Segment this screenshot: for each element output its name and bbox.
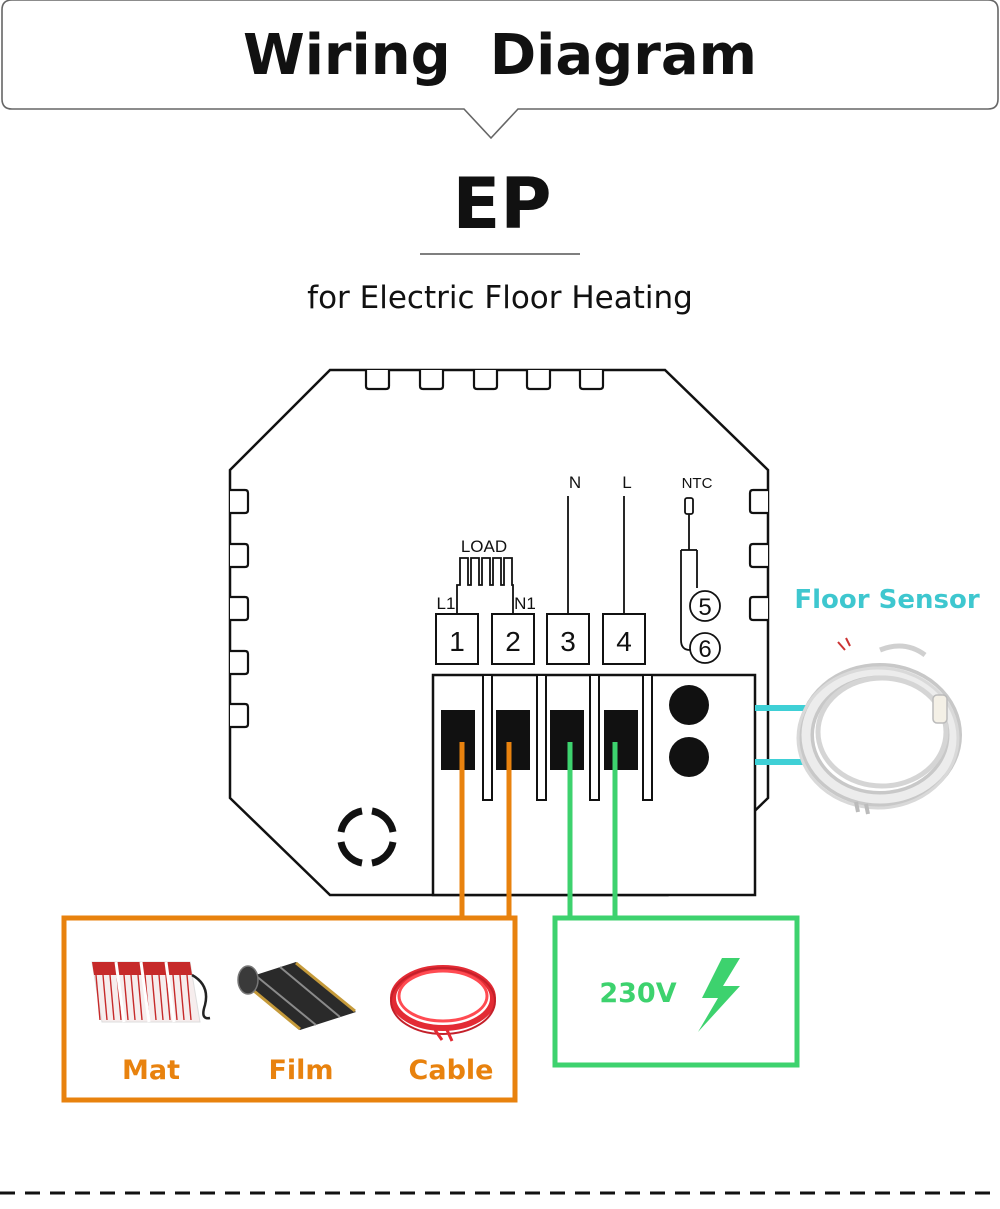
- load-label: LOAD: [461, 537, 507, 556]
- header-title: Wiring Diagram: [243, 23, 757, 88]
- ntc-label: NTC: [682, 475, 713, 492]
- terminal-4: 4: [616, 626, 632, 657]
- mounting-tabs-top: [364, 370, 605, 391]
- neutral-label: N: [569, 473, 581, 492]
- live-label: L: [622, 473, 631, 492]
- terminal-screw-holes: [441, 710, 638, 770]
- floor-sensor-label: Floor Sensor: [794, 585, 979, 615]
- power-box: [552, 915, 800, 1068]
- terminal-1: 1: [449, 626, 465, 657]
- power-label: 230V: [599, 978, 676, 1009]
- heating-film-icon: [237, 961, 356, 1031]
- load-item-film: Film: [268, 1055, 333, 1086]
- model-name: EP: [452, 163, 551, 245]
- segmented-ring-icon: [337, 807, 397, 867]
- sensor-terminal-6: 6: [698, 636, 711, 663]
- sensor-terminal-5: 5: [698, 594, 711, 621]
- load-wires: [459, 742, 512, 918]
- mounting-tabs-left: [230, 488, 250, 729]
- power-wires: [567, 742, 618, 918]
- lightning-bolt-icon: [698, 958, 740, 1032]
- sensor-cable-coil-icon: [796, 637, 962, 815]
- mounting-tabs-right: [748, 488, 768, 622]
- l1-label: L1: [437, 594, 456, 613]
- sensor-port-6: [669, 737, 709, 777]
- header-bubble: [1, 0, 999, 140]
- terminal-2: 2: [505, 626, 521, 657]
- load-box: [61, 915, 518, 1103]
- ntc-probe-symbol: [680, 497, 721, 664]
- load-item-cable: Cable: [409, 1055, 494, 1086]
- sensor-port-5: [669, 685, 709, 725]
- terminal-labels: 1 2 3 4: [435, 613, 646, 665]
- terminal-3: 3: [560, 626, 576, 657]
- load-item-mat: Mat: [122, 1055, 180, 1086]
- heating-mat-icon: [91, 961, 211, 1023]
- heating-cable-icon: [390, 965, 496, 1042]
- terminal-block: [431, 673, 757, 897]
- n1-label: N1: [514, 594, 536, 613]
- load-symbol: [456, 557, 514, 614]
- model-subtitle: for Electric Floor Heating: [307, 280, 693, 316]
